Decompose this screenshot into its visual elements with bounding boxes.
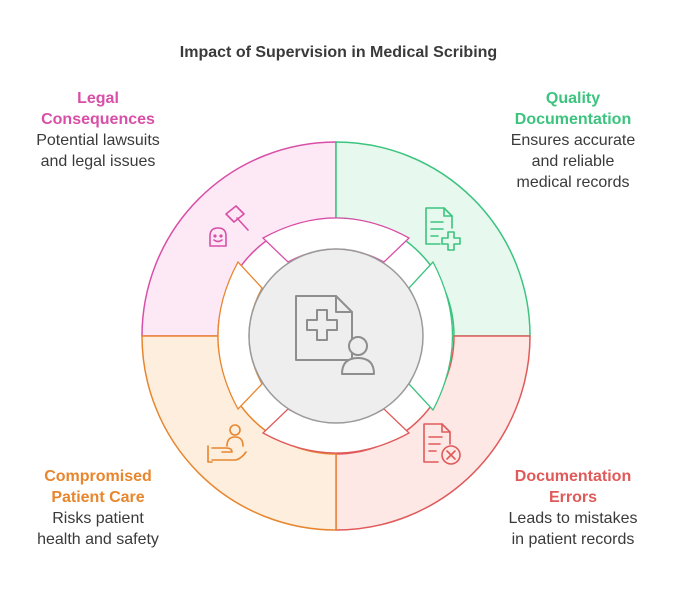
quality-documentation-text: Quality Documentation Ensures accurate a…	[488, 88, 658, 193]
compromised-care-text: Compromised Patient Care Risks patient h…	[18, 466, 178, 550]
center-circle	[248, 248, 424, 424]
care-desc-line-2: health and safety	[37, 531, 159, 548]
legal-heading-line-1: Legal	[77, 90, 119, 107]
diagram-title: Impact of Supervision in Medical Scribin…	[179, 44, 498, 61]
errors-desc-line-1: Leads to mistakes	[508, 510, 638, 527]
legal-heading-line-2: Consequences	[41, 111, 155, 128]
quality-desc-line-2: and reliable	[531, 153, 615, 170]
medical-document-person-icon	[295, 295, 375, 375]
legal-desc-line-1: Potential lawsuits	[36, 132, 160, 149]
errors-desc-line-2: in patient records	[511, 531, 635, 548]
hand-person-icon	[207, 424, 247, 463]
quality-desc-line-3: medical records	[516, 174, 630, 191]
inner-tabs	[217, 217, 454, 454]
legal-desc-line-2: and legal issues	[40, 153, 156, 170]
quality-heading-line-2: Documentation	[514, 111, 632, 128]
care-desc-line-1: Risks patient	[52, 510, 144, 527]
quality-heading-line-1: Quality	[545, 90, 601, 107]
document-x-icon	[423, 423, 461, 465]
documentation-errors-text: Documentation Errors Leads to mistakes i…	[488, 466, 658, 550]
legal-consequences-text: Legal Consequences Potential lawsuits an…	[18, 88, 178, 172]
errors-heading-line-2: Errors	[548, 489, 598, 506]
care-heading-line-2: Patient Care	[51, 489, 145, 506]
care-heading-line-1: Compromised	[44, 468, 152, 485]
gavel-person-icon	[209, 205, 249, 247]
document-plus-icon	[425, 207, 461, 251]
quality-desc-line-1: Ensures accurate	[510, 132, 636, 149]
errors-heading-line-1: Documentation	[514, 468, 632, 485]
